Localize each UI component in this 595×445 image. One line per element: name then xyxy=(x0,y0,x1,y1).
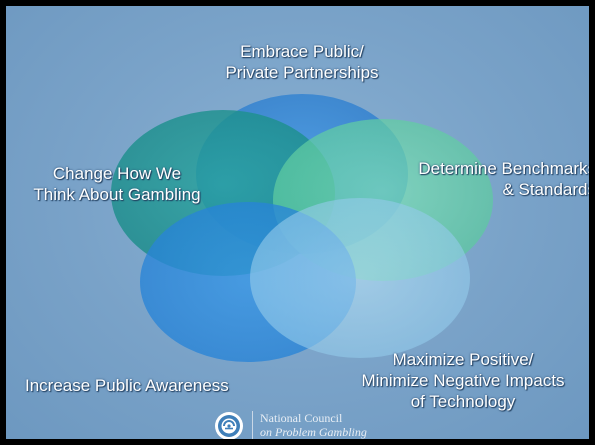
logo-line-2: on Problem Gambling xyxy=(260,425,367,439)
label-line: Think About Gambling xyxy=(33,185,201,204)
label-benchmarks-standards: Determine Benchmarks & Standards xyxy=(368,158,595,200)
circle-technology-impacts xyxy=(250,198,470,358)
venn-diagram xyxy=(111,94,493,362)
label-line: Maximize Positive/ xyxy=(392,350,534,369)
label-line: Increase Public Awareness xyxy=(25,376,229,395)
logo-divider xyxy=(252,411,253,439)
label-public-awareness: Increase Public Awareness xyxy=(25,375,285,396)
ncpg-emblem-icon xyxy=(215,412,243,439)
label-line: & Standards xyxy=(502,180,595,199)
label-line: Determine Benchmarks xyxy=(418,159,595,178)
label-line: Change How We xyxy=(52,164,182,183)
label-line: Embrace Public/ xyxy=(240,42,364,61)
logo-text: National Council on Problem Gambling xyxy=(260,411,367,439)
label-line: Private Partnerships xyxy=(225,63,379,82)
label-embrace-partnerships: Embrace Public/ Private Partnerships xyxy=(202,41,402,83)
logo-line-1: National Council xyxy=(260,411,343,425)
label-technology-impacts: Maximize Positive/ Minimize Negative Imp… xyxy=(336,349,589,412)
label-line: of Technology xyxy=(410,392,516,411)
label-change-thinking: Change How We Think About Gambling xyxy=(12,163,222,205)
ncpg-logo: National Council on Problem Gambling xyxy=(206,408,406,439)
label-line: Minimize Negative Impacts xyxy=(361,371,565,390)
